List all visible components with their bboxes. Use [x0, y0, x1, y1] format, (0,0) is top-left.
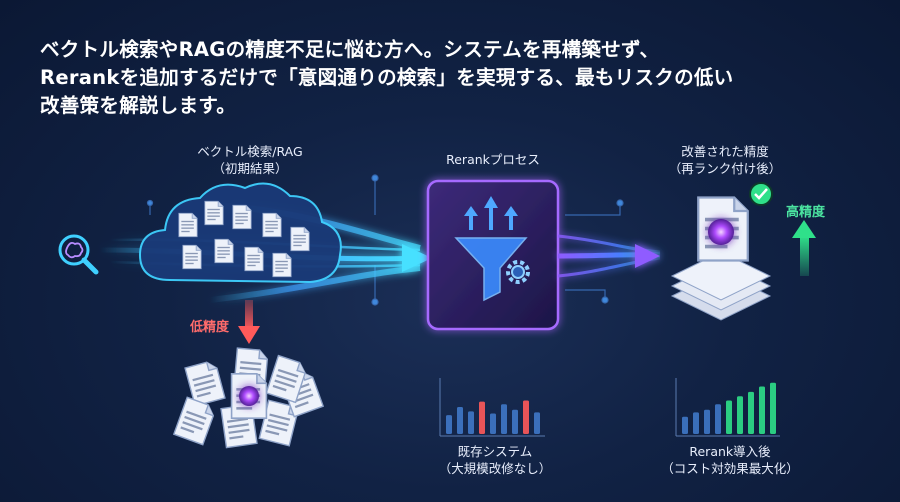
rerank-process-box	[426, 179, 560, 331]
bar-after-8	[770, 382, 776, 434]
bars-before-chart	[439, 378, 545, 437]
bar-after-4	[726, 400, 732, 434]
bars-after-title: Rerank導入後	[689, 444, 771, 459]
bars-after-label: Rerank導入後 （コスト対効果最大化）	[650, 443, 810, 477]
stage-rerank-label: Rerankプロセス	[418, 151, 568, 168]
headline-line-2: Rerankを追加するだけで「意図通りの検索」を実現する、最もリスクの低い	[40, 66, 734, 89]
bar-before-0	[446, 415, 452, 434]
headline-line-3: 改善策を解説します。	[40, 94, 237, 117]
bars-after-subtitle: （コスト対効果最大化）	[661, 461, 799, 476]
scattered-documents	[173, 347, 324, 449]
stage-initial-title: ベクトル検索/RAG	[197, 144, 303, 159]
bar-after-1	[693, 412, 699, 434]
stage-improved-label: 改善された精度 （再ランク付け後）	[650, 143, 800, 177]
headline-line-1: ベクトル検索やRAGの精度不足に悩む方へ。システムを再構築せず、	[40, 38, 660, 61]
circuit-lines	[146, 174, 624, 306]
bars-before-subtitle: （大規模改修なし）	[438, 461, 552, 476]
bar-before-2	[468, 411, 474, 434]
bar-after-6	[748, 391, 754, 434]
bars-before-label: 既存システム （大規模改修なし）	[420, 443, 570, 477]
stage-initial-label: ベクトル検索/RAG （初期結果）	[175, 143, 325, 177]
arrow-into-rerank-icon	[402, 244, 432, 272]
stage-improved-title: 改善された精度	[681, 144, 769, 159]
bars-before-title: 既存システム	[457, 444, 533, 459]
funnel-icon	[454, 237, 528, 302]
arrow-out-icon	[635, 244, 660, 268]
bar-before-8	[534, 412, 540, 434]
high-accuracy-arrow-icon	[792, 220, 816, 276]
up-arrows-icon	[464, 196, 518, 230]
bar-before-3	[479, 401, 485, 434]
bar-after-7	[759, 386, 765, 434]
bar-after-0	[682, 416, 688, 434]
bars-after-chart	[675, 378, 780, 437]
high-accuracy-tag: 高精度	[786, 205, 826, 220]
bar-after-3	[715, 404, 721, 434]
stage-initial-subtitle: （初期結果）	[212, 161, 288, 176]
brain-search-icon	[58, 234, 99, 275]
bar-before-7	[523, 400, 529, 434]
low-accuracy-arrow-icon	[238, 300, 260, 344]
bar-before-6	[512, 409, 518, 434]
low-accuracy-tag: 低精度	[190, 320, 230, 335]
stacked-documents	[670, 182, 773, 321]
bar-after-5	[737, 396, 743, 434]
bar-after-2	[704, 409, 710, 434]
stage-improved-subtitle: （再ランク付け後）	[668, 161, 782, 176]
headline: ベクトル検索やRAGの精度不足に悩む方へ。システムを再構築せず、 Rerankを…	[40, 36, 870, 120]
bar-before-5	[501, 404, 507, 434]
bar-before-4	[490, 413, 496, 434]
gear-icon	[506, 260, 530, 284]
bar-before-1	[457, 407, 463, 434]
stage-rerank-title: Rerankプロセス	[446, 152, 540, 167]
cloud-shape	[138, 182, 342, 284]
